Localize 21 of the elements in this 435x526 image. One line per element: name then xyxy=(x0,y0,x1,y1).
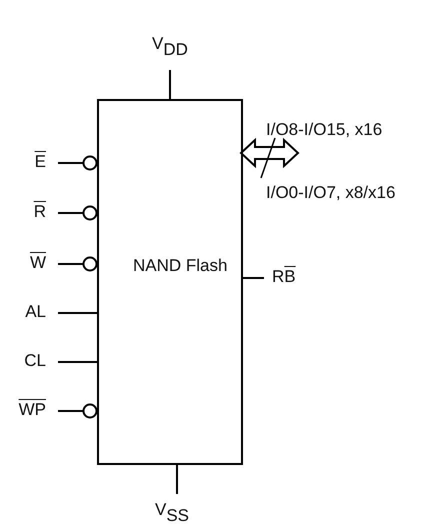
pin-line xyxy=(176,463,178,494)
pin-line xyxy=(58,361,97,363)
bus-arrow xyxy=(240,138,300,168)
pin-label: AL xyxy=(25,302,46,322)
active-low-pin-line xyxy=(58,206,98,220)
bus-label: I/O0-I/O7, x8/x16 xyxy=(266,183,396,203)
pin-line xyxy=(58,312,97,314)
active-low-pin-line xyxy=(58,256,98,272)
pin-line xyxy=(169,70,171,99)
chip-label: NAND Flash xyxy=(133,256,228,276)
active-low-pin-line xyxy=(58,404,98,418)
bus-label: I/O8-I/O15, x16 xyxy=(266,120,382,140)
pin-label: R xyxy=(34,202,46,222)
active-low-pin-line xyxy=(58,156,98,170)
pin-label: CL xyxy=(24,351,46,371)
pin-label: WP xyxy=(18,400,46,420)
pin-label: RB xyxy=(272,267,296,287)
pin-line xyxy=(241,277,264,279)
pin-label: W xyxy=(30,253,46,273)
pin-label: E xyxy=(34,152,46,172)
chip-box xyxy=(97,99,243,465)
